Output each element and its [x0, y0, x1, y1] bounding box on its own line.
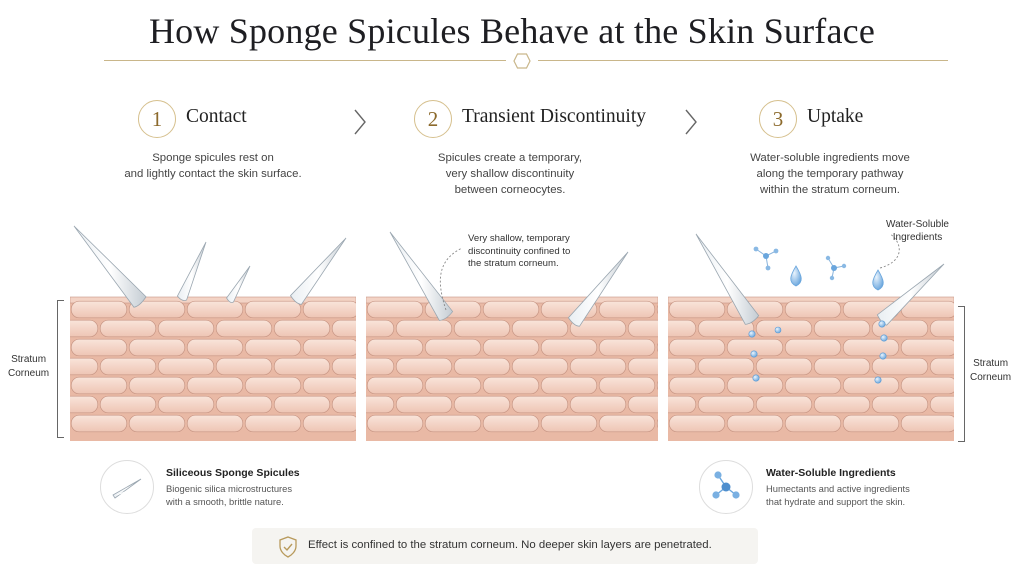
description-line: Spicules create a temporary, — [437, 152, 583, 164]
droplet-icon — [872, 269, 884, 291]
spicule — [176, 241, 207, 301]
step-1-description: Sponge spicules rest on and lightly cont… — [63, 150, 363, 182]
spicule — [73, 225, 147, 308]
description-line: Sponge spicules rest on — [152, 152, 274, 164]
footer-note-text: Effect is confined to the stratum corneu… — [308, 539, 712, 551]
title-divider-right — [538, 60, 948, 61]
side-label-line: Stratum — [11, 354, 47, 365]
chevron-right-icon — [685, 109, 697, 135]
legend-line: with a smooth, brittle nature. — [166, 496, 284, 507]
description-line: very shallow discontinuity — [445, 168, 575, 180]
step-title: Contact — [186, 106, 247, 127]
page-title: How Sponge Spicules Behave at the Skin S… — [148, 11, 876, 51]
shield-check-icon — [279, 536, 297, 558]
legend-spicules-title: Siliceous Sponge Spicules — [166, 467, 300, 479]
droplet-icon — [790, 265, 802, 287]
legend-line: that hydrate and support the skin. — [766, 496, 906, 507]
callout-line: Very shallow, temporary — [468, 233, 570, 244]
panel-discontinuity-illustration — [366, 231, 658, 441]
stratum-corneum-bracket-left — [57, 300, 64, 438]
step-number: 2 — [414, 100, 452, 138]
spicule — [226, 265, 251, 303]
spicule — [695, 233, 760, 325]
hexagon-icon — [513, 53, 531, 69]
molecule-icon — [753, 246, 779, 271]
description-line: Water-soluble ingredients move — [750, 152, 910, 164]
title-divider-left — [104, 60, 506, 61]
skin-stratum-corneum — [366, 296, 658, 441]
callout-line: Water-Soluble — [886, 219, 949, 230]
molecule-icon — [699, 460, 753, 514]
discontinuity-callout: Very shallow, temporary discontinuity co… — [468, 233, 570, 271]
callout-line: the stratum corneum. — [468, 258, 559, 269]
step-3-description: Water-soluble ingredients move along the… — [680, 150, 980, 198]
stratum-corneum-label-right: Stratum Corneum — [970, 357, 1011, 385]
callout-leader-line — [879, 233, 900, 269]
callout-leader-line — [439, 247, 463, 311]
step-2-description: Spicules create a temporary, very shallo… — [360, 150, 660, 198]
spicules — [389, 231, 629, 327]
description-line: and lightly contact the skin surface. — [124, 168, 302, 180]
description-line: along the temporary pathway — [756, 168, 904, 180]
step-title: Transient Discontinuity — [462, 106, 646, 127]
panel-uptake-illustration — [668, 233, 954, 441]
side-label-line: Corneum — [970, 372, 1012, 383]
spicule — [389, 231, 454, 321]
step-number: 1 — [138, 100, 176, 138]
spicule — [567, 251, 629, 327]
legend-line: Biogenic silica microstructures — [166, 483, 293, 494]
spicule — [290, 237, 347, 305]
side-label-line: Stratum — [973, 358, 1009, 369]
description-line: between corneocytes. — [454, 184, 566, 196]
description-line: within the stratum corneum. — [760, 184, 900, 196]
spicules — [73, 225, 347, 308]
side-label-line: Corneum — [8, 368, 50, 379]
legend-ingredients-description: Humectants and active ingredients that h… — [766, 482, 910, 508]
callout-line: discontinuity confined to — [468, 245, 571, 257]
chevron-right-icon — [354, 109, 366, 135]
step-title: Uptake — [807, 106, 864, 127]
callout-line: Ingredients — [892, 231, 943, 243]
absorbed-droplets — [748, 320, 888, 384]
stratum-corneum-bracket-right — [958, 306, 965, 442]
stratum-corneum-label-left: Stratum Corneum — [8, 353, 49, 381]
step-number: 3 — [759, 100, 797, 138]
legend-line: Humectants and active ingredients — [766, 483, 910, 494]
molecule-icon — [825, 255, 847, 281]
legend-ingredients-title: Water-Soluble Ingredients — [766, 467, 896, 479]
skin-stratum-corneum — [668, 296, 954, 441]
ingredients-callout: Water-Soluble Ingredients — [886, 219, 949, 244]
legend-spicules-description: Biogenic silica microstructures with a s… — [166, 482, 292, 508]
skin-stratum-corneum — [70, 296, 356, 441]
panel-contact-illustration — [70, 225, 356, 441]
spicule-icon — [100, 460, 154, 514]
footer-note: Effect is confined to the stratum corneu… — [252, 528, 758, 564]
